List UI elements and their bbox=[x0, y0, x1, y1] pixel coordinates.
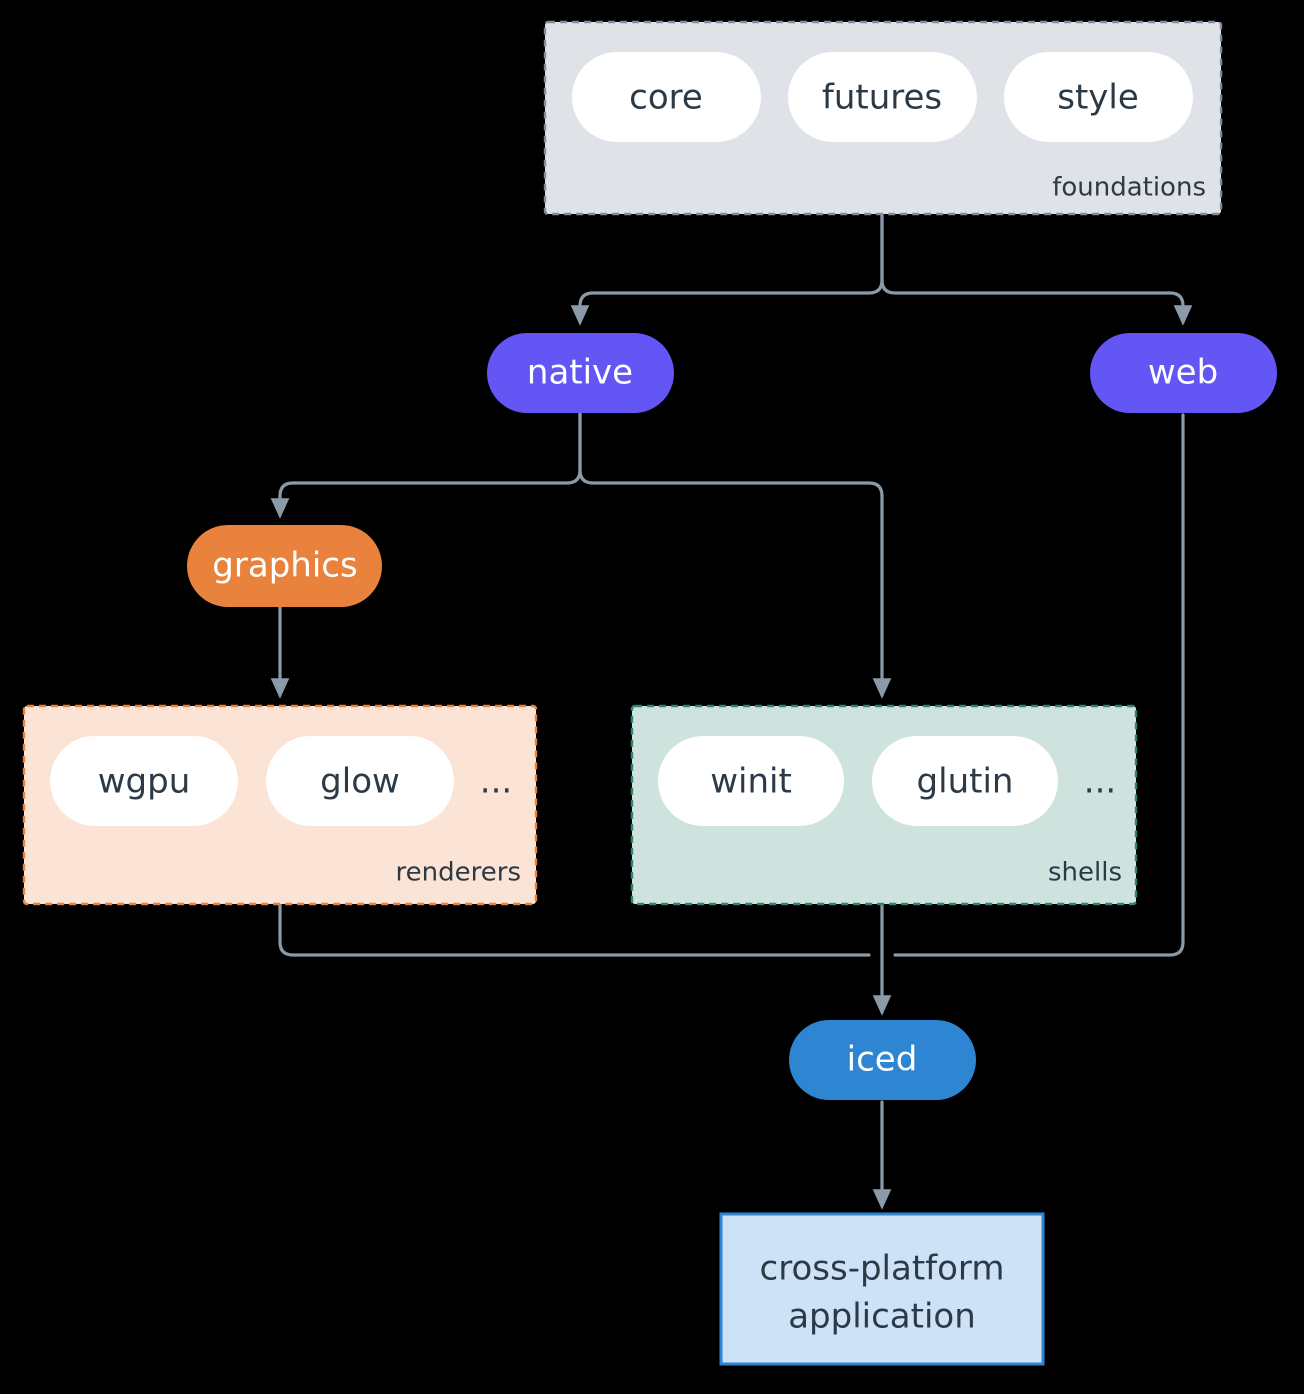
pill-futures-label: futures bbox=[822, 78, 942, 118]
cluster-shells: winit glutin ... shells bbox=[630, 704, 1138, 906]
pill-glow-bg bbox=[266, 736, 454, 826]
pill-futures[interactable]: futures bbox=[788, 52, 977, 142]
pill-core-bg bbox=[572, 52, 761, 142]
edge-web-iced bbox=[893, 413, 1185, 957]
pill-core-label: core bbox=[629, 78, 703, 118]
pill-glutin-bg bbox=[872, 736, 1058, 826]
pill-style-label: style bbox=[1057, 78, 1139, 118]
pill-wgpu[interactable]: wgpu bbox=[50, 736, 238, 826]
pill-glow[interactable]: glow bbox=[266, 736, 454, 826]
pill-winit-label: winit bbox=[710, 762, 792, 802]
cluster-foundations: core futures style foundations bbox=[543, 20, 1223, 216]
node-application-line1: cross-platform bbox=[760, 1249, 1005, 1289]
edge-native-graphics bbox=[270, 411, 582, 519]
cluster-shells-label: shells bbox=[1048, 858, 1122, 888]
pill-glutin-label: glutin bbox=[917, 762, 1014, 802]
node-web-bg bbox=[1090, 333, 1277, 413]
pill-style-bg bbox=[1004, 52, 1193, 142]
node-native-bg bbox=[487, 333, 674, 413]
cluster-renderers-label: renderers bbox=[396, 858, 521, 888]
node-native-label: native bbox=[527, 353, 633, 393]
node-application-bg bbox=[719, 1212, 1045, 1366]
node-web[interactable]: web bbox=[1090, 333, 1277, 413]
pill-futures-bg bbox=[788, 52, 977, 142]
renderers-ellipsis: ... bbox=[480, 762, 512, 802]
node-graphics[interactable]: graphics bbox=[187, 525, 382, 607]
node-iced-bg bbox=[789, 1020, 976, 1100]
pill-wgpu-label: wgpu bbox=[98, 762, 191, 802]
pill-glutin[interactable]: glutin bbox=[872, 736, 1058, 826]
cluster-foundations-label: foundations bbox=[1052, 173, 1206, 203]
pill-style[interactable]: style bbox=[1004, 52, 1193, 142]
node-native[interactable]: native bbox=[487, 333, 674, 413]
edge-layer bbox=[270, 213, 1193, 1210]
edge-foundations-native bbox=[570, 213, 884, 326]
pill-core[interactable]: core bbox=[572, 52, 761, 142]
pill-winit[interactable]: winit bbox=[658, 736, 844, 826]
node-iced-label: iced bbox=[847, 1040, 918, 1080]
pill-winit-bg bbox=[658, 736, 844, 826]
node-graphics-label: graphics bbox=[212, 546, 357, 586]
pill-glow-label: glow bbox=[320, 762, 400, 802]
edge-renderers-iced bbox=[278, 903, 871, 957]
node-iced[interactable]: iced bbox=[789, 1020, 976, 1100]
node-web-label: web bbox=[1148, 353, 1218, 393]
shells-ellipsis: ... bbox=[1084, 762, 1116, 802]
pill-wgpu-bg bbox=[50, 736, 238, 826]
node-application[interactable]: cross-platform application bbox=[719, 1212, 1045, 1366]
cluster-renderers: wgpu glow ... renderers bbox=[22, 704, 538, 906]
edge-foundations-web bbox=[880, 213, 1193, 326]
node-application-line2: application bbox=[788, 1297, 976, 1337]
node-graphics-bg bbox=[187, 525, 382, 607]
edge-native-shells bbox=[578, 411, 892, 699]
